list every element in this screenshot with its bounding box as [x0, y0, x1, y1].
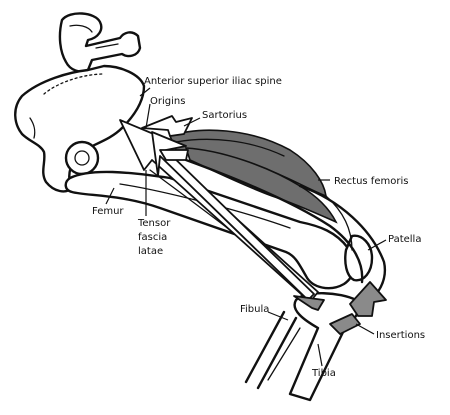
- pelvis: [14, 64, 146, 193]
- leader-lines: [105, 87, 387, 367]
- label-fibula: Fibula: [240, 304, 269, 315]
- label-tfl-line2: fascia: [138, 232, 167, 243]
- label-tibia: Tibia: [311, 368, 336, 379]
- label-femur: Femur: [92, 206, 124, 217]
- label-tfl-line1: Tensor: [137, 218, 171, 229]
- label-origins: Origins: [150, 96, 185, 107]
- label-rectus-femoris: Rectus femoris: [334, 176, 408, 187]
- origin-arrow: [141, 115, 193, 161]
- label-patella: Patella: [388, 234, 421, 245]
- label-asis: Anterior superior iliac spine: [144, 76, 282, 87]
- insertion-arrows: [293, 281, 387, 335]
- line-of-pull-arrow: [119, 119, 319, 303]
- label-tfl-line3: latae: [138, 246, 163, 257]
- vertebrae: [58, 12, 142, 73]
- label-insertions: Insertions: [376, 330, 425, 341]
- labels: Anterior superior iliac spine Origins Sa…: [92, 76, 425, 379]
- label-sartorius: Sartorius: [202, 110, 247, 121]
